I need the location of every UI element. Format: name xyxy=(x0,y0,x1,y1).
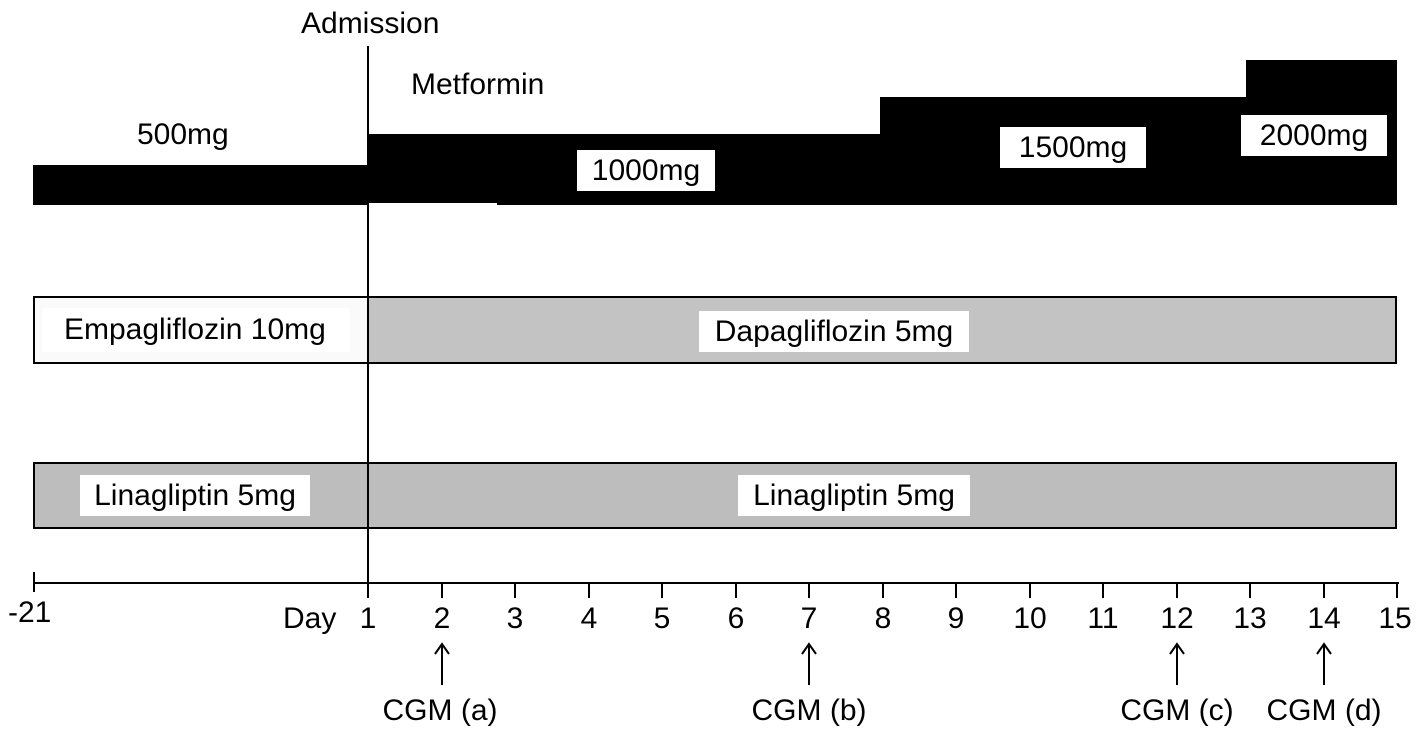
metformin-drug-label: Metformin xyxy=(411,68,545,101)
axis-tick-5 xyxy=(661,582,663,598)
x-axis-line xyxy=(33,582,1399,584)
axis-label-13: 13 xyxy=(1233,602,1267,635)
axis-tick-10 xyxy=(1029,582,1031,598)
axis-tick-6 xyxy=(735,582,737,598)
axis-tick-11 xyxy=(1102,582,1104,598)
sglt2-bar-divider xyxy=(367,296,369,364)
axis-tick-13 xyxy=(1249,582,1251,598)
metformin-dose-500mg-label: 500mg xyxy=(137,118,229,151)
sglt2-dapagliflozin-label: Dapagliflozin 5mg xyxy=(699,311,969,352)
axis-label-11: 11 xyxy=(1087,602,1119,635)
axis-label-12: 12 xyxy=(1160,602,1194,635)
axis-tick-2 xyxy=(441,582,443,598)
axis-label-9: 9 xyxy=(947,602,965,635)
axis-label-14: 14 xyxy=(1307,602,1341,635)
sglt2-empagliflozin-label: Empagliflozin 10mg xyxy=(42,308,350,352)
sglt2-bar xyxy=(33,296,1397,364)
metformin-segment-500mg xyxy=(33,165,368,205)
cgm-d-arrow-icon xyxy=(1316,642,1332,685)
axis-tick-1 xyxy=(367,582,369,598)
dpp4-linagliptin-pre-label: Linagliptin 5mg xyxy=(80,475,310,516)
cgm-c-label: CGM (c) xyxy=(1120,694,1234,727)
axis-tick-12 xyxy=(1176,582,1178,598)
axis-tick-3 xyxy=(514,582,516,598)
axis-label-3: 3 xyxy=(506,602,524,635)
axis-label-8: 8 xyxy=(874,602,892,635)
axis-label-4: 4 xyxy=(580,602,598,635)
cgm-b-label: CGM (b) xyxy=(751,694,867,727)
axis-tick-8 xyxy=(882,582,884,598)
cgm-c-arrow-icon xyxy=(1169,642,1185,685)
axis-label-5: 5 xyxy=(653,602,671,635)
metformin-dose-2000mg-label: 2000mg xyxy=(1241,115,1387,156)
axis-tick-neg21 xyxy=(33,572,35,592)
axis-label-neg21: -21 xyxy=(8,596,52,629)
axis-tick-4 xyxy=(588,582,590,598)
admission-label: Admission xyxy=(301,7,440,40)
dpp4-bar xyxy=(33,462,1397,529)
metformin-dose-1500mg-label: 1500mg xyxy=(1000,127,1146,168)
axis-label-1: 1 xyxy=(359,602,377,635)
cgm-b-arrow-icon xyxy=(801,642,817,685)
axis-tick-15 xyxy=(1396,582,1398,598)
dpp4-linagliptin-post-label: Linagliptin 5mg xyxy=(738,475,970,516)
axis-label-10: 10 xyxy=(1013,602,1047,635)
axis-tick-7 xyxy=(808,582,810,598)
axis-label-15: 15 xyxy=(1378,602,1412,635)
metformin-dose-1000mg-label: 1000mg xyxy=(577,150,715,191)
axis-day-word: Day xyxy=(283,602,337,635)
axis-tick-9 xyxy=(955,582,957,598)
metformin-segment-1000mg xyxy=(368,134,497,203)
axis-tick-14 xyxy=(1323,582,1325,598)
axis-label-6: 6 xyxy=(727,602,745,635)
axis-label-7: 7 xyxy=(800,602,818,635)
axis-label-2: 2 xyxy=(433,602,451,635)
cgm-a-arrow-icon xyxy=(434,642,450,685)
cgm-a-label: CGM (a) xyxy=(382,694,498,727)
cgm-d-label: CGM (d) xyxy=(1266,694,1382,727)
